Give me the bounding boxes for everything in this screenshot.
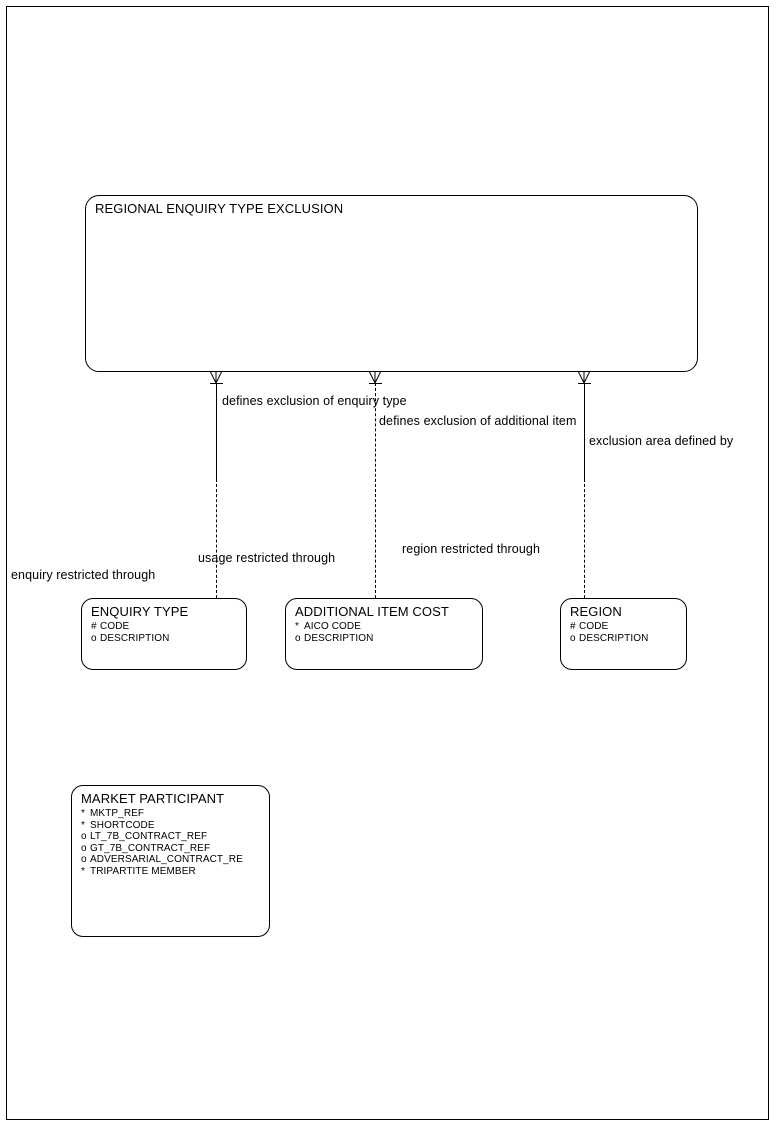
attribute-row: * MKTP_REF xyxy=(81,808,269,820)
crowsfoot-icon-region xyxy=(576,371,592,384)
attribute-marker: * xyxy=(295,621,299,632)
attribute-name: LT_7B_CONTRACT_REF xyxy=(90,831,208,843)
entity-title: REGION xyxy=(570,604,622,619)
attribute-name: DESCRIPTION xyxy=(579,632,649,644)
attribute-name: DESCRIPTION xyxy=(100,632,170,644)
relationship-label-exclusion-area-defined-by: exclusion area defined by xyxy=(589,434,734,448)
attribute-marker: * xyxy=(81,819,85,831)
relationship-label-usage-restricted-through: usage restricted through xyxy=(198,551,336,565)
attribute-marker: * xyxy=(81,808,85,819)
attribute-name: GT_7B_CONTRACT_REF xyxy=(90,842,211,854)
connector-additional-item-dashed xyxy=(375,383,376,598)
attribute-row: #CODE xyxy=(91,621,246,633)
attribute-name: CODE xyxy=(100,621,130,632)
attribute-row: * SHORTCODE xyxy=(81,819,269,832)
connector-enquiry-type-dashed xyxy=(216,479,217,598)
entity-regional-enquiry-type-exclusion[interactable]: REGIONAL ENQUIRY TYPE EXCLUSION xyxy=(85,195,698,372)
entity-title: MARKET PARTICIPANT xyxy=(81,791,225,806)
entity-title: ENQUIRY TYPE xyxy=(91,604,189,619)
attribute-marker: o xyxy=(81,831,87,843)
page-border xyxy=(6,6,769,1120)
attribute-row: * TRIPARTITE MEMBER xyxy=(81,865,269,878)
relationship-label-region-restricted-through: region restricted through xyxy=(402,542,540,556)
attribute-marker: # xyxy=(91,621,97,632)
attribute-marker: o xyxy=(81,842,87,854)
relationship-label-defines-exclusion-of-additional-item: defines exclusion of additional item xyxy=(379,414,577,428)
relationship-label-enquiry-restricted-through: enquiry restricted through xyxy=(11,568,156,582)
attribute-row: * AICO CODE xyxy=(295,621,482,633)
entity-market-participant[interactable]: MARKET PARTICIPANT * MKTP_REF * SHORTCODE … xyxy=(71,785,270,937)
attribute-marker: * xyxy=(81,865,85,877)
attribute-marker: o xyxy=(570,632,576,644)
connector-enquiry-type-solid xyxy=(216,383,217,479)
entity-title: ADDITIONAL ITEM COST xyxy=(295,604,449,619)
entity-title: REGIONAL ENQUIRY TYPE EXCLUSION xyxy=(95,201,344,216)
attribute-marker: o xyxy=(81,854,87,866)
attribute-marker: o xyxy=(295,632,301,644)
attribute-name: TRIPARTITE MEMBER xyxy=(90,865,196,877)
connector-region-dashed xyxy=(584,479,585,598)
attribute-name: ADVERSARIAL_CONTRACT_RE xyxy=(90,854,243,866)
relationship-label-defines-exclusion-of-enquiry-type: defines exclusion of enquiry type xyxy=(222,394,407,408)
attribute-name: AICO CODE xyxy=(304,621,362,632)
crowsfoot-icon-additional-item xyxy=(367,371,383,384)
connector-region-solid xyxy=(584,383,585,479)
attribute-row: #CODE xyxy=(570,621,686,633)
attribute-marker: # xyxy=(570,621,576,632)
attribute-name: CODE xyxy=(579,621,609,632)
attribute-name: MKTP_REF xyxy=(90,808,145,819)
attribute-name: DESCRIPTION xyxy=(304,632,374,644)
crowsfoot-icon-enquiry-type xyxy=(208,371,224,384)
attribute-marker: o xyxy=(91,632,97,644)
attribute-name: SHORTCODE xyxy=(90,819,155,831)
